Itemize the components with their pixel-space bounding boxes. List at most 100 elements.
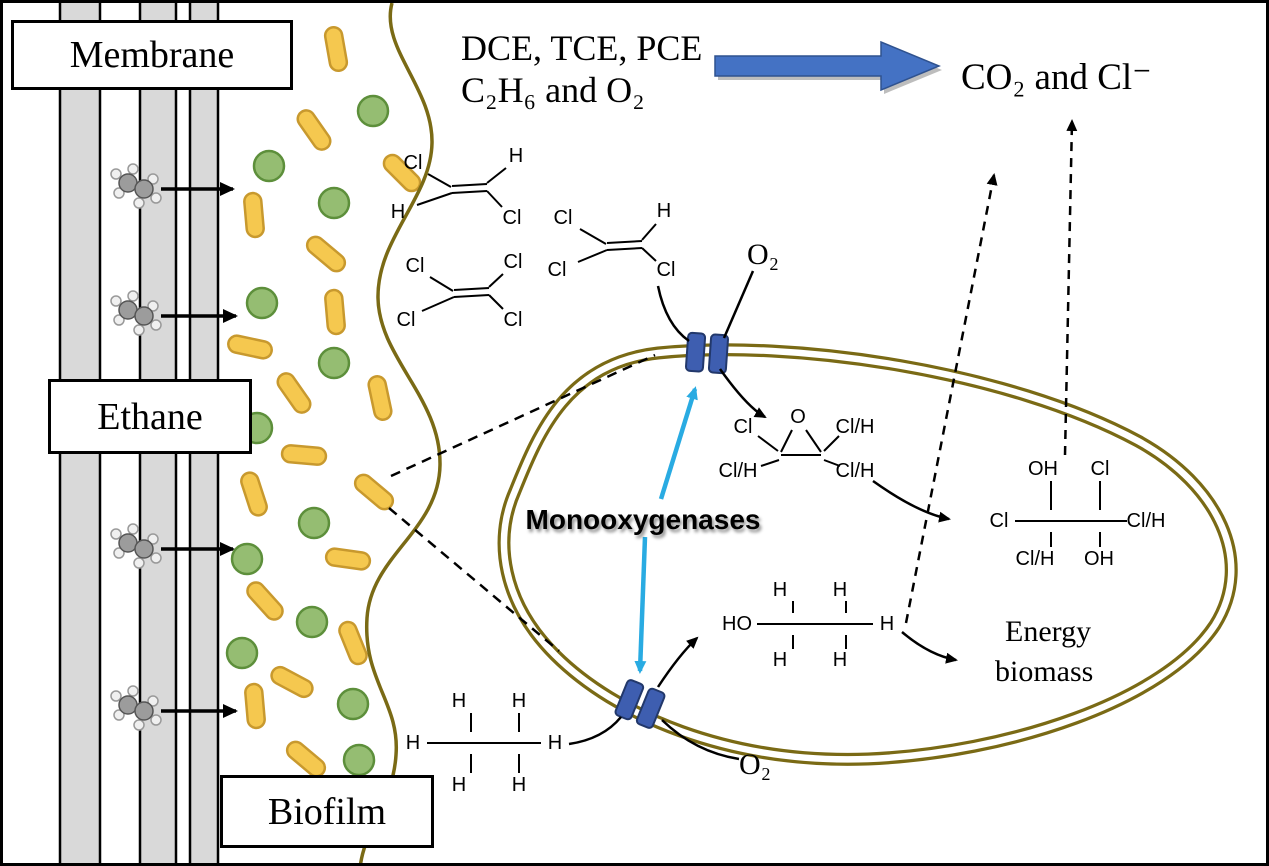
coccus-bacterium [230, 542, 264, 576]
rod-bacterium [225, 332, 275, 362]
coccus-bacterium [297, 506, 331, 540]
pce-atom-bottom-right: Cl [503, 309, 523, 331]
pce-structure-bonds [421, 273, 504, 312]
ethane-inflow-curve-bottom [568, 716, 622, 746]
energy-label: Energy [1005, 615, 1092, 648]
monooxygenase-transporter-top [684, 331, 730, 375]
monooxygenases-label: Monooxygenases [525, 504, 761, 535]
diol-atom-top2: Cl [1090, 458, 1110, 480]
co2-dashed-arrow-left [904, 173, 998, 624]
coccus-bacterium [317, 346, 351, 380]
membrane-label: Membrane [69, 34, 235, 76]
ethane-atom-bottom1: H [451, 774, 467, 796]
diol-structure-bonds [1015, 481, 1127, 547]
coccus-bacterium [245, 286, 279, 320]
ethane-flux-arrows [161, 182, 238, 718]
rod-bacterium [365, 373, 395, 423]
ethanol-output-arrow [656, 636, 699, 688]
biofilm-boundary-line [359, 3, 442, 863]
rod-bacterium [273, 368, 315, 418]
pce-atom-top-left: Cl [405, 255, 425, 277]
tce-structure-bonds [577, 223, 657, 263]
co2-dashed-arrows [904, 119, 1078, 624]
rod-bacterium [335, 618, 371, 668]
rod-bacterium [323, 546, 373, 572]
ethane-atom-top2: H [511, 690, 527, 712]
tce-atom-top-right: H [656, 200, 672, 222]
biofilm-label: Biofilm [267, 790, 387, 833]
biomass-label: biomass [995, 655, 1094, 688]
monooxygenase-pointer-arrow-bottom [634, 536, 648, 674]
zoom-dashed-lines [388, 353, 656, 652]
co2-dashed-arrow-right [1063, 119, 1078, 456]
coccus-bacterium [252, 149, 286, 183]
diol-atom-bottom2: OH [1084, 548, 1114, 570]
dce-structure-bonds [416, 167, 507, 208]
rod-bacterium [242, 191, 266, 239]
epoxide-to-diol-arrow [872, 479, 951, 523]
tce-atom-top-left: Cl [553, 207, 573, 229]
epoxide-atom-bottom-right: Cl/H [835, 460, 875, 482]
top-transporter-flows [656, 270, 951, 523]
membrane-label-box: Membrane [11, 20, 293, 90]
dce-atom-top-right: H [508, 145, 524, 167]
monooxygenase-transporter-bottom [614, 679, 666, 729]
reactants-line1: DCE, TCE, PCE [461, 28, 703, 68]
ethane-label: Ethane [97, 395, 203, 438]
biofilm-label-box: Biofilm [220, 775, 434, 848]
pce-atom-top-right: Cl [503, 251, 523, 273]
rod-bacterium [267, 662, 317, 702]
dce-atom-top-left: Cl [403, 152, 423, 174]
ethane-label-box: Ethane [48, 379, 252, 454]
epoxide-atom-top-right: Cl/H [835, 416, 875, 438]
ethanol-atom-bottom2: H [832, 649, 848, 671]
rod-bacterium [242, 577, 288, 625]
diol-atom-bottom1: Cl/H [1015, 548, 1055, 570]
rod-bacterium [322, 24, 350, 74]
epoxide-structure-bonds [757, 429, 841, 467]
reactants-line2: C₂H₆ and O₂ [461, 70, 645, 110]
ethane-atom-right: H [547, 732, 563, 754]
biofilm-rod-bacteria [225, 24, 425, 781]
ethanol-atom-right: H [879, 613, 895, 635]
diol-atom-right: Cl/H [1126, 510, 1166, 532]
ethane-structure-bonds [427, 713, 541, 773]
o2-inflow-curve-bottom [661, 719, 740, 761]
o2-label-top: O₂ [746, 238, 780, 271]
substrate-inflow-curve-top [656, 285, 690, 343]
rod-bacterium [237, 469, 271, 519]
dce-atom-bottom-left: H [390, 201, 406, 223]
rod-bacterium [243, 682, 267, 730]
o2-label-bottom: O₂ [738, 748, 772, 781]
dce-atom-bottom-right: Cl [502, 207, 522, 229]
conversion-block-arrow [714, 40, 942, 94]
ethanol-atom-left: HO [722, 613, 752, 635]
tce-atom-bottom-right: Cl [656, 259, 676, 281]
rod-bacterium [302, 232, 350, 276]
coccus-bacterium [225, 636, 259, 670]
rod-bacterium [350, 470, 398, 514]
monooxygenase-pointer-arrows [634, 386, 698, 674]
ethane-atom-top1: H [451, 690, 467, 712]
coccus-bacterium [317, 186, 351, 220]
epoxide-output-arrow [718, 368, 767, 419]
diol-atom-left: Cl [989, 510, 1009, 532]
o2-inflow-curve-top [722, 270, 755, 339]
epoxide-atom-oxygen: O [790, 406, 806, 428]
tce-atom-bottom-left: Cl [547, 259, 567, 281]
coccus-bacterium [295, 605, 329, 639]
ethane-atom-left: H [405, 732, 421, 754]
rod-bacterium [293, 105, 335, 155]
ethane-atom-bottom2: H [511, 774, 527, 796]
rod-bacterium [280, 443, 328, 467]
coccus-bacterium [336, 687, 370, 721]
coccus-bacterium [342, 743, 376, 777]
epoxide-atom-bottom-left: Cl/H [718, 460, 758, 482]
products-label: CO₂ and Cl⁻ [961, 57, 1152, 98]
diol-atom-top1: OH [1028, 458, 1058, 480]
ethanol-atom-top2: H [832, 579, 848, 601]
rod-bacterium [323, 288, 347, 336]
ethanol-atom-top1: H [772, 579, 788, 601]
bottom-transporter-flows [568, 631, 958, 761]
